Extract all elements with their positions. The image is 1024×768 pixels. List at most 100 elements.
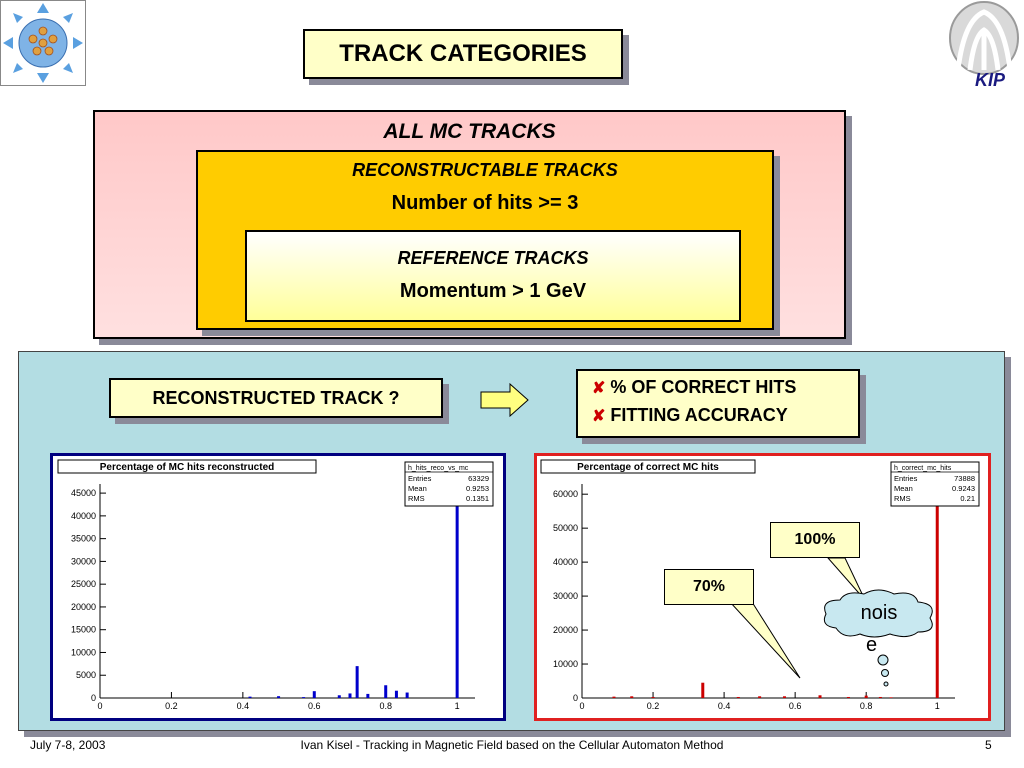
noise-label: nois <box>860 602 898 624</box>
cellular-automaton-logo <box>0 0 86 86</box>
histogram-bar <box>818 695 822 698</box>
reconstructable-tracks-label: RECONSTRUCTABLE TRACKS <box>352 160 618 180</box>
y-tick-label: 5000 <box>76 670 96 680</box>
y-tick-label: 40000 <box>71 511 96 521</box>
stats-value: 0.1351 <box>466 494 489 503</box>
chart-title-box <box>57 459 317 474</box>
footer-date: July 7-8, 2003 <box>30 738 106 752</box>
cells-icon <box>3 3 83 83</box>
footer-title: Ivan Kisel - Tracking in Magnetic Field … <box>300 738 724 752</box>
y-tick-label: 25000 <box>71 579 96 589</box>
histogram-bar <box>846 696 850 698</box>
callout-pointers <box>728 557 889 687</box>
histogram-bar <box>701 682 705 698</box>
y-tick-label: 45000 <box>71 488 96 498</box>
quality-criteria-box: ✘ % OF CORRECT HITS ✘ FITTING ACCURACY <box>576 369 860 438</box>
histogram-bar <box>248 696 252 698</box>
kip-logo: KIP <box>944 0 1020 92</box>
stats-name: h_hits_reco_vs_mc <box>408 465 469 472</box>
x-tick-label: 0 <box>579 701 584 711</box>
stats-value: 0.9243 <box>952 484 975 493</box>
histogram-bar <box>405 692 409 698</box>
x-tick-label: 0.8 <box>379 701 392 711</box>
x-tick-label: 1 <box>455 701 460 711</box>
x-tick-label: 0.2 <box>165 701 178 711</box>
page-title: TRACK CATEGORIES <box>303 29 623 79</box>
y-tick-label: 10000 <box>553 659 578 669</box>
histogram-bar <box>935 487 939 698</box>
histogram-bar <box>302 697 306 698</box>
histogram-bar <box>366 693 370 698</box>
y-tick-label: 60000 <box>553 489 578 499</box>
callout-70-percent: 70% <box>664 569 754 605</box>
noise-cloud-icon <box>823 589 933 638</box>
stats-key: Entries <box>894 474 918 483</box>
reference-tracks-label: REFERENCE TRACKS <box>397 248 589 268</box>
criteria-item-fitting-accuracy: ✘ FITTING ACCURACY <box>592 405 788 426</box>
histogram-bar <box>889 697 893 698</box>
stats-value: 63329 <box>468 474 489 483</box>
chart-title: Percentage of correct MC hits <box>577 462 719 473</box>
x-tick-label: 0.6 <box>789 701 802 711</box>
histogram-bar <box>612 696 616 698</box>
thought-bubble-dot <box>877 654 889 666</box>
y-tick-label: 35000 <box>71 534 96 544</box>
histogram-bar <box>394 690 398 698</box>
stats-key: Mean <box>894 484 913 493</box>
stats-name: h_correct_mc_hits <box>894 465 952 472</box>
stats-key: Mean <box>408 484 427 493</box>
y-tick-label: 30000 <box>71 556 96 566</box>
chart-title: Percentage of MC hits reconstructed <box>100 462 274 473</box>
cross-bullet-icon: ✘ <box>592 407 606 425</box>
histogram-bar <box>878 696 882 698</box>
y-tick-label: 0 <box>573 693 578 703</box>
x-tick-label: 0.2 <box>647 701 660 711</box>
y-tick-label: 0 <box>91 693 96 703</box>
footer-page-number: 5 <box>985 738 992 752</box>
histogram-bar <box>736 696 740 698</box>
histogram-bar <box>337 695 341 698</box>
stats-box <box>890 461 980 507</box>
hits-reco-histogram: 0500010000150002000025000300003500040000… <box>57 459 494 711</box>
reference-condition: Momentum > 1 GeV <box>399 280 587 302</box>
histogram-bar <box>348 693 352 698</box>
thought-bubble-dot <box>883 681 889 687</box>
stats-box <box>404 461 494 507</box>
reconstructed-track-label: RECONSTRUCTED TRACK ? <box>109 378 443 418</box>
x-tick-label: 0 <box>97 701 102 711</box>
histogram-bar <box>651 696 655 698</box>
stats-key: Entries <box>408 474 432 483</box>
histogram-bar <box>312 691 316 698</box>
reconstructable-condition: Number of hits >= 3 <box>391 192 579 214</box>
y-tick-label: 20000 <box>553 625 578 635</box>
callout-100-percent: 100% <box>770 522 860 558</box>
kip-emblem-icon: KIP <box>949 1 1019 90</box>
chart-title-box <box>540 459 756 474</box>
histogram-bar <box>758 696 762 698</box>
arrow-right-icon <box>480 383 529 417</box>
histogram-bar <box>277 696 281 698</box>
stats-value: 0.21 <box>960 494 975 503</box>
y-tick-label: 20000 <box>71 602 96 612</box>
x-tick-label: 0.4 <box>237 701 250 711</box>
x-tick-label: 0.8 <box>860 701 873 711</box>
criteria-item-correct-hits: ✘ % OF CORRECT HITS <box>592 377 796 398</box>
y-tick-label: 30000 <box>553 591 578 601</box>
callout-70-pointer <box>728 601 801 679</box>
x-tick-label: 1 <box>935 701 940 711</box>
criteria-text: % OF CORRECT HITS <box>610 377 797 397</box>
stats-value: 73888 <box>954 474 975 483</box>
y-tick-label: 10000 <box>71 647 96 657</box>
histogram-bar <box>384 685 388 698</box>
callout-100-pointer <box>826 557 866 601</box>
histogram-bar <box>782 696 786 698</box>
x-tick-label: 0.4 <box>718 701 731 711</box>
all-mc-tracks-label: ALL MC TRACKS <box>383 120 556 143</box>
stats-key: RMS <box>894 494 911 503</box>
stats-value: 0.9253 <box>466 484 489 493</box>
x-tick-label: 0.6 <box>308 701 321 711</box>
histogram-bar <box>455 488 459 698</box>
